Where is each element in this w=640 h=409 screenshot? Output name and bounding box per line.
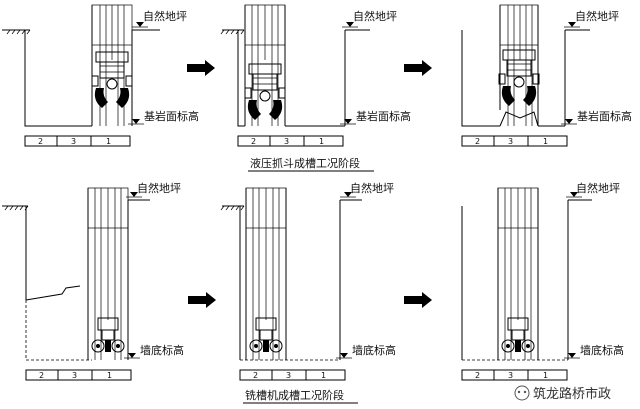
panel-6: 自然地坪 墙底标高 2 3 1: [461, 181, 624, 381]
trench-cutter-icon: [249, 317, 283, 353]
ground-label: 自然地坪: [143, 9, 187, 23]
segment-label: 3: [508, 137, 513, 146]
bedrock-marker-icon: [560, 118, 578, 125]
watermark-text: 筑龙路桥市政: [533, 386, 611, 402]
hydraulic-grab-icon: [91, 51, 133, 109]
segment-label: 2: [475, 371, 480, 380]
segment-label: 3: [284, 137, 289, 146]
trench-cutter-icon: [501, 317, 535, 353]
trench-bottom-marker-icon: [335, 352, 353, 359]
panel-5: 自然地坪 墙底标高 2 3 1 铣槽机成槽工况阶段: [220, 181, 396, 404]
segment-label: 1: [319, 137, 324, 146]
bedrock-label: 基岩面标高: [144, 109, 199, 123]
ground-hatch-icon: [220, 29, 245, 35]
segment-label: 2: [253, 371, 258, 380]
arrow-right-icon: [187, 60, 215, 76]
segment-label: 2: [251, 137, 256, 146]
bedrock-marker-icon: [339, 118, 357, 125]
stage2-caption: 铣槽机成槽工况阶段: [245, 388, 344, 402]
ground-hatch-icon: [220, 205, 245, 211]
segment-label: 2: [38, 137, 43, 146]
panel-1: 自然地坪 基岩面标高 2 3 1: [2, 4, 199, 147]
segment-label: 3: [72, 371, 77, 380]
guide-frame: [499, 4, 539, 126]
ground-label: 自然地坪: [575, 9, 619, 23]
segment-label: 1: [107, 371, 112, 380]
panel-4: 自然地坪 墙底标高 2 3 1: [2, 181, 184, 381]
ground-label: 自然地坪: [353, 9, 397, 23]
hydraulic-grab-icon: [498, 49, 540, 107]
ground-label: 自然地坪: [350, 181, 394, 195]
wechat-logo-icon: [514, 385, 530, 401]
watermark: 筑龙路桥市政: [514, 385, 611, 402]
trench-bottom-label: 墙底标高: [580, 343, 624, 357]
trench-bottom-label: 墙底标高: [140, 343, 184, 357]
panel-3: 自然地坪 基岩面标高 2 3 1: [461, 4, 632, 147]
arrow-right-icon: [404, 60, 432, 76]
bedrock-label: 基岩面标高: [577, 109, 632, 123]
segment-label: 3: [286, 371, 291, 380]
trench-cutter-icon: [91, 317, 125, 353]
guide-frame: [244, 4, 286, 126]
segment-label: 3: [71, 137, 76, 146]
segment-label: 1: [106, 137, 111, 146]
stage1-caption: 液压抓斗成槽工况阶段: [250, 156, 360, 170]
trench-bottom-marker-icon: [123, 352, 141, 359]
trench-bottom-label: 墙底标高: [352, 343, 396, 357]
bedrock-label: 基岩面标高: [356, 109, 411, 123]
guide-frame: [497, 187, 539, 360]
trench-bottom-marker-icon: [563, 352, 581, 359]
guide-frame: [87, 187, 129, 360]
hydraulic-grab-icon: [244, 63, 286, 121]
arrow-right-icon: [188, 292, 216, 308]
segment-label: 2: [39, 371, 44, 380]
segment-label: 3: [508, 371, 513, 380]
guide-frame: [245, 187, 287, 360]
bedrock-marker-icon: [127, 118, 145, 125]
guide-frame: [91, 4, 133, 126]
segment-label: 1: [543, 137, 548, 146]
segment-label: 2: [475, 137, 480, 146]
segment-label: 1: [321, 371, 326, 380]
panel-2: 自然地坪 基岩面标高 2 3 1 液压抓斗成槽工况阶段: [220, 4, 411, 172]
ground-label: 自然地坪: [576, 181, 620, 195]
segment-label: 1: [543, 371, 548, 380]
ground-hatch-icon: [6, 29, 31, 35]
ground-label: 自然地坪: [137, 181, 181, 195]
ground-hatch-icon: [4, 205, 29, 211]
arrow-right-icon: [404, 292, 432, 308]
